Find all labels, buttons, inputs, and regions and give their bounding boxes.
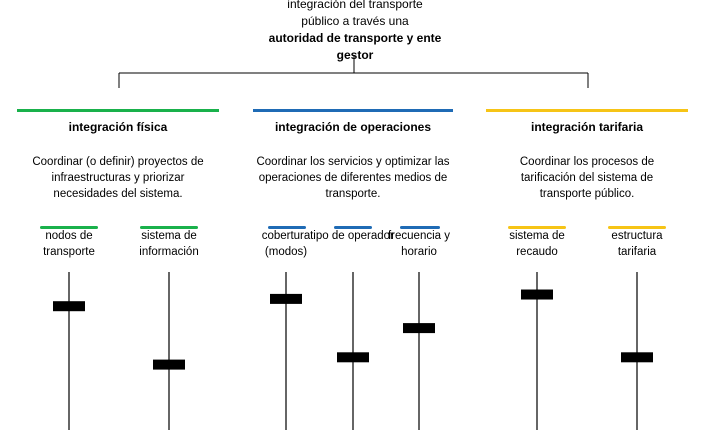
- item-bar-nodos: [40, 226, 98, 229]
- column-description-operaciones: Coordinar los servicios y optimizar las …: [256, 156, 450, 200]
- column-bar-operaciones: [253, 109, 453, 112]
- root-node-text: integración del transporte público a tra…: [205, 0, 505, 64]
- column-title-tarifaria: integración tarifaria: [530, 120, 644, 134]
- slider-handle-sistema-informacion[interactable]: [153, 359, 185, 370]
- item-bar-cobertura: [268, 226, 306, 229]
- item-label-nodos: nodos de transporte: [43, 230, 95, 258]
- item-bar-estructura: [608, 226, 666, 229]
- item-bar-sistema-informacion: [140, 226, 198, 229]
- item-label-tipo-operador: tipo de operador: [310, 230, 394, 242]
- item-bar-tipo-operador: [334, 226, 372, 229]
- item-label-frecuencia: frecuencia y horario: [387, 230, 450, 258]
- item-label-sistema-informacion: sistema de información: [139, 230, 199, 258]
- slider-handle-tipo-operador[interactable]: [337, 352, 369, 363]
- item-label-estructura: estructura tarifaria: [611, 230, 663, 258]
- root-line-3: autoridad de transporte y ente: [268, 31, 442, 45]
- column-description-fisica: Coordinar (o definir) proyectos de infra…: [32, 156, 204, 200]
- slider-handle-recaudo[interactable]: [521, 289, 553, 300]
- slider-handle-frecuencia[interactable]: [403, 323, 435, 334]
- item-bar-recaudo: [508, 226, 566, 229]
- column-title-operaciones: integración de operaciones: [274, 120, 432, 134]
- column-title-fisica: integración física: [68, 120, 168, 134]
- slider-handle-cobertura[interactable]: [270, 293, 302, 304]
- column-bar-fisica: [17, 109, 219, 112]
- column-description-tarifaria: Coordinar los procesos de tarificación d…: [519, 156, 655, 200]
- root-line-1: integración del transporte: [287, 0, 423, 11]
- column-bar-tarifaria: [486, 109, 688, 112]
- item-label-cobertura: cobertura (modos): [261, 230, 311, 258]
- root-line-4: gestor: [336, 48, 374, 62]
- item-label-recaudo: sistema de recaudo: [509, 230, 565, 258]
- slider-handle-nodos[interactable]: [53, 301, 85, 312]
- root-line-2: público a través una: [301, 14, 409, 28]
- item-bar-frecuencia: [400, 226, 440, 229]
- slider-handle-estructura[interactable]: [621, 352, 653, 363]
- slider-group: [53, 272, 653, 430]
